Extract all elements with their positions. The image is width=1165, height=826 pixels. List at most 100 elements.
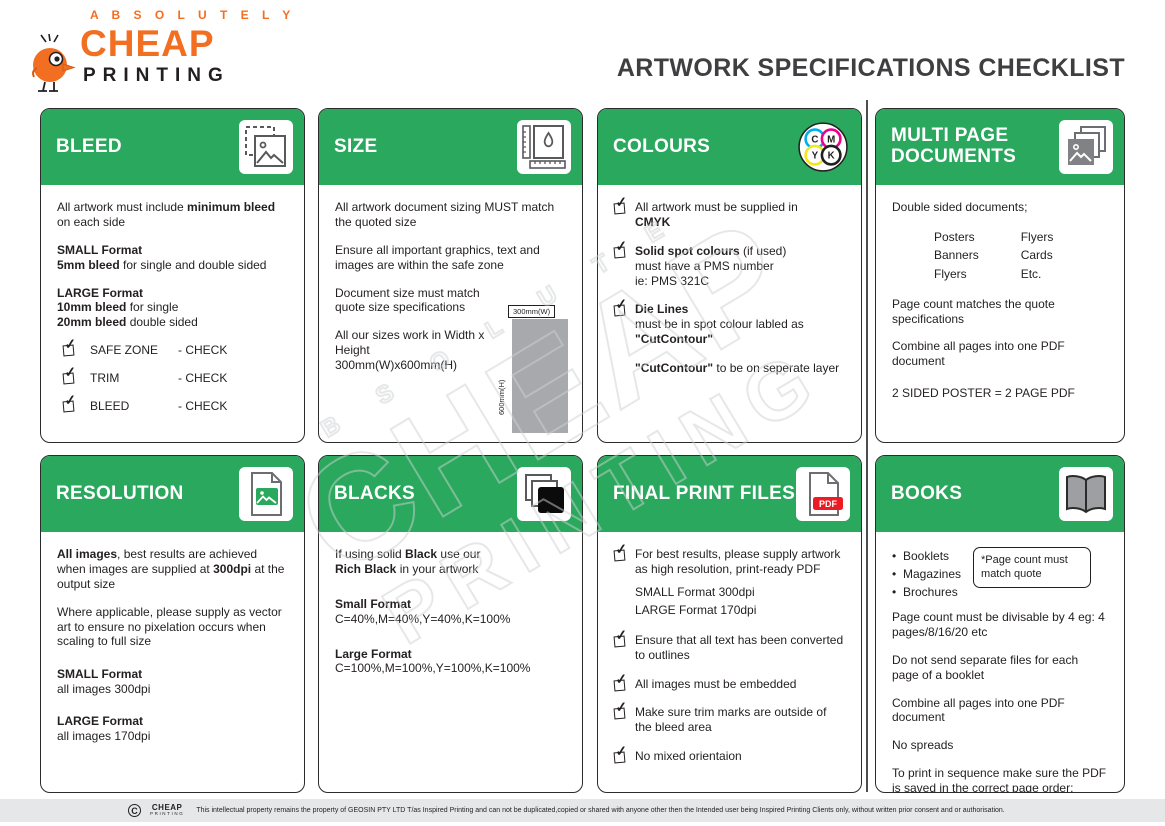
text: SMALL Format 300dpi <box>635 584 755 599</box>
paragraph: "CutContour" to be on seperate layer <box>635 361 845 376</box>
card-multipage: MULTI PAGE DOCUMENTS Double sided docume… <box>875 108 1125 443</box>
check-row: SAFE ZONE - CHECK <box>62 343 288 358</box>
card-size-body: All artwork document sizing MUST match t… <box>319 185 582 442</box>
size-diagram: 300mm(W) 600mm(H) <box>496 303 570 434</box>
page-count-note-box: *Page count must match quote <box>973 547 1092 588</box>
card-books-body: • Booklets •Magazines • Brochures *Page co… <box>876 532 1124 792</box>
text: Booklets <box>903 549 950 563</box>
text-bold: 5mm bleed <box>57 257 120 272</box>
paragraph: All artwork must include minimum bleed o… <box>57 200 288 230</box>
card-colours-header: COLOURS C M Y K <box>598 109 861 185</box>
text-bold: SMALL Format <box>57 667 143 682</box>
card-title: BLACKS <box>334 482 415 504</box>
column-divider <box>866 100 868 792</box>
card-title: MULTI PAGE DOCUMENTS <box>891 125 1017 167</box>
text: LARGE Format 170dpi <box>635 602 757 617</box>
text: at the output size <box>57 561 285 591</box>
text: all images 170dpi <box>57 728 151 743</box>
text: Brochures <box>903 585 958 599</box>
check-text: No mixed orientaion <box>635 749 742 764</box>
list-item: •Magazines <box>892 565 961 583</box>
check-label: BLEED <box>90 398 130 413</box>
cmyk-letter-y: Y <box>812 151 819 162</box>
text-bold: "CutContour" <box>635 361 714 375</box>
checkbox-icon <box>613 635 626 648</box>
card-title: BLEED <box>56 135 122 157</box>
column-right: Flyers Cards Etc. <box>1021 228 1054 284</box>
doc-type: Etc. <box>1020 267 1042 282</box>
bleed-icon <box>239 120 293 174</box>
paragraph: 2 SIDED POSTER = 2 PAGE PDF <box>892 386 1075 401</box>
card-title: SIZE <box>334 135 378 157</box>
stacked-pages-icon <box>1059 120 1113 174</box>
bullet-icon: • <box>892 585 897 599</box>
bullet-icon: • <box>892 549 897 563</box>
text: , best results are achieved when images … <box>57 547 258 576</box>
text-bold: Large Format <box>335 646 412 661</box>
check-item: Ensure that all text has been converted … <box>613 633 845 663</box>
paragraph: All our sizes work in Width x Height 300… <box>335 328 485 372</box>
column-left: Posters Banners Flyers <box>934 228 979 284</box>
text-bold: Die Lines <box>635 302 689 317</box>
text: for single and double sided <box>119 257 267 272</box>
text: must be in spot colour labled as <box>635 317 804 332</box>
check-item: All images must be embedded <box>613 677 845 692</box>
doc-type: Posters <box>934 229 975 244</box>
paragraph: Where applicable, please supply as vecto… <box>57 604 282 649</box>
paragraph: Document size must match quote size spec… <box>335 285 480 315</box>
legal-text: This intellectual property remains the p… <box>196 807 1005 814</box>
text: All artwork must be supplied in <box>635 200 798 214</box>
checkbox-icon <box>62 344 75 357</box>
text: For best results, please supply artwork … <box>635 547 841 576</box>
doc-type: Cards <box>1020 248 1053 263</box>
cmyk-letter-k: K <box>828 151 835 162</box>
text-bold: All images <box>57 547 118 561</box>
card-books: BOOKS •Booklets •Magazines •Brochures *P… <box>875 455 1125 793</box>
card-title: FINAL PRINT FILES <box>613 482 796 504</box>
text-bold: "CutContour" <box>635 332 714 347</box>
card-resolution: RESOLUTION All images, best results are … <box>40 455 305 793</box>
paragraph: All images, best results are achieved wh… <box>57 547 288 592</box>
check-row: TRIM - CHECK <box>62 371 288 386</box>
checkbox-icon <box>613 679 626 691</box>
paragraph: Double sided documents; <box>892 200 1028 214</box>
card-resolution-header: RESOLUTION <box>41 456 304 532</box>
checkbox-icon <box>613 304 626 317</box>
check-item: No mixed orientaion <box>613 749 845 764</box>
brand-printing: PRINTING <box>83 65 230 86</box>
paragraph: Combine all pages into one PDF document <box>892 695 1065 725</box>
cmyk-letter-c: C <box>811 134 818 145</box>
checkbox-icon <box>62 400 75 413</box>
text: to be on seperate layer <box>713 361 840 375</box>
doc-type: Banners <box>934 248 979 263</box>
card-size: SIZE All artwork document sizing MUST ma… <box>318 108 583 443</box>
text: C=40%,M=40%,Y=40%,K=100% <box>335 611 511 626</box>
check-label: TRIM <box>90 371 120 385</box>
check-label: SAFE ZONE <box>90 343 159 358</box>
doc-type: Flyers <box>934 267 967 282</box>
checkbox-icon <box>613 707 626 720</box>
size-height-label: 600mm(H) <box>497 379 506 415</box>
paragraph: Ensure all important graphics, text and … <box>335 242 540 272</box>
checkbox-icon <box>62 372 75 385</box>
checkbox-icon <box>613 751 626 764</box>
text: double sided <box>126 315 198 330</box>
text-bold: LARGE Format <box>57 285 144 300</box>
brand-absolutely: A B S O L U T E L Y <box>90 8 296 22</box>
card-multipage-body: Double sided documents; Posters Banners … <box>876 185 1124 442</box>
text-bold: CMYK <box>635 214 671 229</box>
brand-text: A B S O L U T E L Y CHEAP PRINTING <box>80 8 295 87</box>
text: all images 300dpi <box>57 682 151 697</box>
checkbox-icon <box>613 202 626 215</box>
text: Magazines <box>903 567 962 581</box>
card-colours: COLOURS C M Y K All artwork must be sup <box>597 108 862 443</box>
check-text: Solid spot colours (if used)must have a … <box>635 244 786 289</box>
